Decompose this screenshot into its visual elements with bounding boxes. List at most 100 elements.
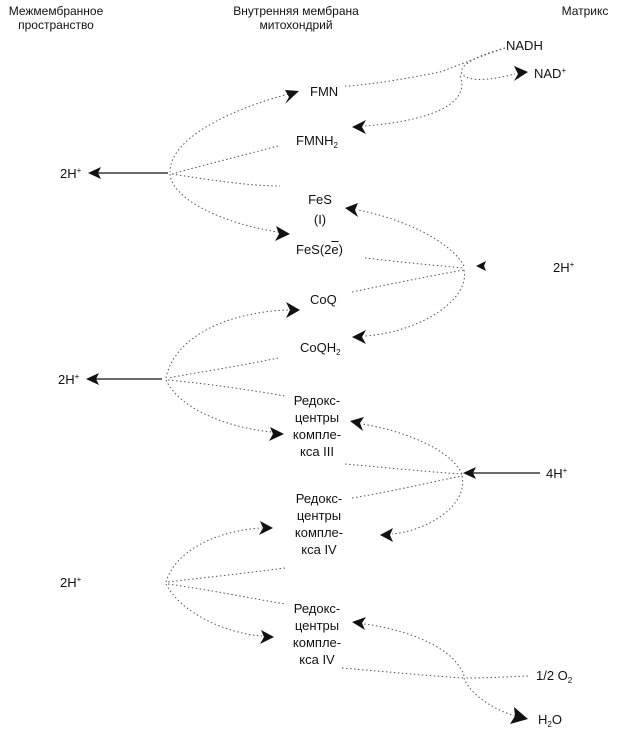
fes2e-electron: e	[331, 242, 339, 257]
arc-fmnh2-to-left	[171, 145, 279, 175]
fes-line2: (I)	[313, 212, 327, 227]
proton-right1-base: 2H	[553, 260, 570, 275]
arc-coqh2-to-left2	[167, 357, 279, 379]
arc-left-down	[171, 173, 281, 187]
proton-right2-sup: +	[562, 466, 568, 475]
complex4a-line4: кса IV	[301, 542, 337, 557]
complex4b-label: Редокс- центры компле- кса IV	[284, 600, 350, 668]
complex4b-line3: компле-	[292, 635, 342, 650]
complex4a-line3: компле-	[294, 525, 344, 540]
arrowhead-nad	[514, 66, 528, 81]
complex3-line3: компле-	[292, 427, 342, 442]
proton-left3-label: 2H+	[60, 575, 81, 590]
nad-base: NAD	[534, 66, 562, 81]
o2-sub: 2	[567, 676, 573, 685]
arrowhead-c4b-left	[260, 630, 274, 644]
arc-left3-to-c4b-lower	[165, 583, 263, 637]
proton-left3-sup: +	[76, 575, 82, 584]
arrowhead-c3-right	[350, 417, 364, 431]
fes2e-base: FeS(2	[296, 242, 332, 257]
complex3-line4: кса III	[299, 444, 334, 459]
complex4a-line1: Редокс-	[295, 491, 343, 506]
o2-label: 1/2 O2	[536, 668, 573, 685]
nad-sup: +	[561, 66, 567, 75]
coqh2-base: CoQH	[300, 340, 337, 355]
arrowhead-c4a-left	[259, 521, 273, 535]
arrowhead-fmnh2	[352, 120, 366, 134]
arc-right-to-fmnh2	[364, 75, 463, 127]
proton-right1-label: 2H+	[553, 260, 574, 275]
arrowhead-fmn	[285, 90, 299, 104]
intermembrane-space-header: Межмембранное пространство	[0, 4, 112, 32]
coqh2-label: CoQH2	[300, 340, 341, 357]
arc-o2-to-right3	[465, 675, 529, 679]
proton-left1-sup: +	[76, 166, 82, 175]
arc-left-to-fes2e	[169, 173, 279, 233]
arc-right2-to-c4a	[391, 475, 464, 535]
inner-membrane-header-line1: Внутренняя мембрана	[233, 4, 359, 18]
nad-label: NAD+	[534, 66, 566, 81]
arc-c4b-to-right3	[341, 667, 465, 679]
complex3-line2: центры	[294, 410, 340, 425]
arc-c4a-to-left3	[167, 567, 286, 583]
fes2e-label: FeS(2e)	[296, 242, 343, 257]
inner-membrane-header: Внутренняя мембрана митохондрий	[212, 4, 380, 32]
fes-line1: FeS	[308, 192, 332, 207]
h2o-label: H2O	[538, 712, 562, 729]
arc-right3-to-c4b	[363, 623, 465, 677]
arc-right-to-fes	[357, 209, 465, 267]
fmnh2-label: FMNH2	[296, 133, 338, 150]
arc-coq-from-right	[351, 269, 465, 293]
inner-membrane-header-line2: митохондрий	[259, 18, 333, 32]
arc-c4a-from-right2	[351, 475, 463, 499]
arc-nadh-to-fmn	[344, 47, 506, 87]
arc-left2-to-c3-lower	[165, 379, 273, 433]
arc-left3-to-c4a	[165, 527, 263, 583]
proton-left1-label: 2H+	[60, 166, 81, 181]
arrowhead-fes2e	[275, 226, 290, 241]
arrowhead-2h-left1	[88, 167, 101, 179]
complex3-line1: Редокс-	[293, 393, 341, 408]
arc-fmn-to-left	[169, 91, 297, 173]
proton-right2-label: 4H+	[546, 466, 567, 481]
arc-left2-to-coq	[165, 309, 289, 379]
proton-left2-sup: +	[74, 372, 80, 381]
arc-right2-to-c3	[361, 423, 463, 475]
coqh2-sub: 2	[336, 348, 341, 357]
coq-label: CoQ	[310, 292, 337, 307]
h2o-sub: 2	[547, 720, 552, 729]
fmn-label: FMN	[310, 84, 339, 99]
arc-nadh-to-nad	[460, 47, 516, 80]
complex4a-label: Редокс- центры компле- кса IV	[286, 490, 352, 558]
fmnh2-sub: 2	[333, 141, 338, 150]
h2o-base: H	[538, 712, 548, 727]
complex4b-line2: центры	[294, 618, 340, 633]
nadh-label: NADH	[506, 38, 543, 53]
complex4a-line2: центры	[296, 508, 342, 523]
arrowhead-c3-left	[269, 427, 284, 441]
arrowhead-2h-left2	[86, 373, 99, 385]
fes2e-tail: )	[338, 242, 343, 257]
fes-label: FeS (I)	[300, 190, 340, 230]
arc-c3-to-right2	[344, 463, 463, 475]
arrowhead-fes	[345, 203, 358, 217]
fmnh2-base: FMNH	[296, 133, 334, 148]
o2-base: 1/2 O	[536, 668, 568, 683]
arc-right-to-coqh2	[364, 269, 465, 337]
arrowhead-c4a-right	[380, 528, 393, 542]
arrowhead-coqh2	[352, 330, 366, 344]
arrowhead-2h-right1-in	[476, 261, 486, 271]
arc-right3-to-h2o	[463, 677, 516, 717]
arrowhead-h2o	[510, 707, 528, 724]
h2o-tail: O	[551, 712, 562, 727]
complex4b-line1: Редокс-	[293, 601, 341, 616]
complex3-label: Редокс- центры компле- кса III	[284, 392, 350, 460]
proton-left3-base: 2H	[60, 575, 77, 590]
proton-right2-base: 4H	[546, 466, 563, 481]
proton-left2-label: 2H+	[58, 372, 79, 387]
matrix-header: Матрикс	[561, 4, 609, 18]
arrowhead-c4b-right	[352, 617, 366, 630]
proton-right1-sup: +	[569, 260, 575, 269]
arrowhead-coq	[286, 302, 300, 318]
